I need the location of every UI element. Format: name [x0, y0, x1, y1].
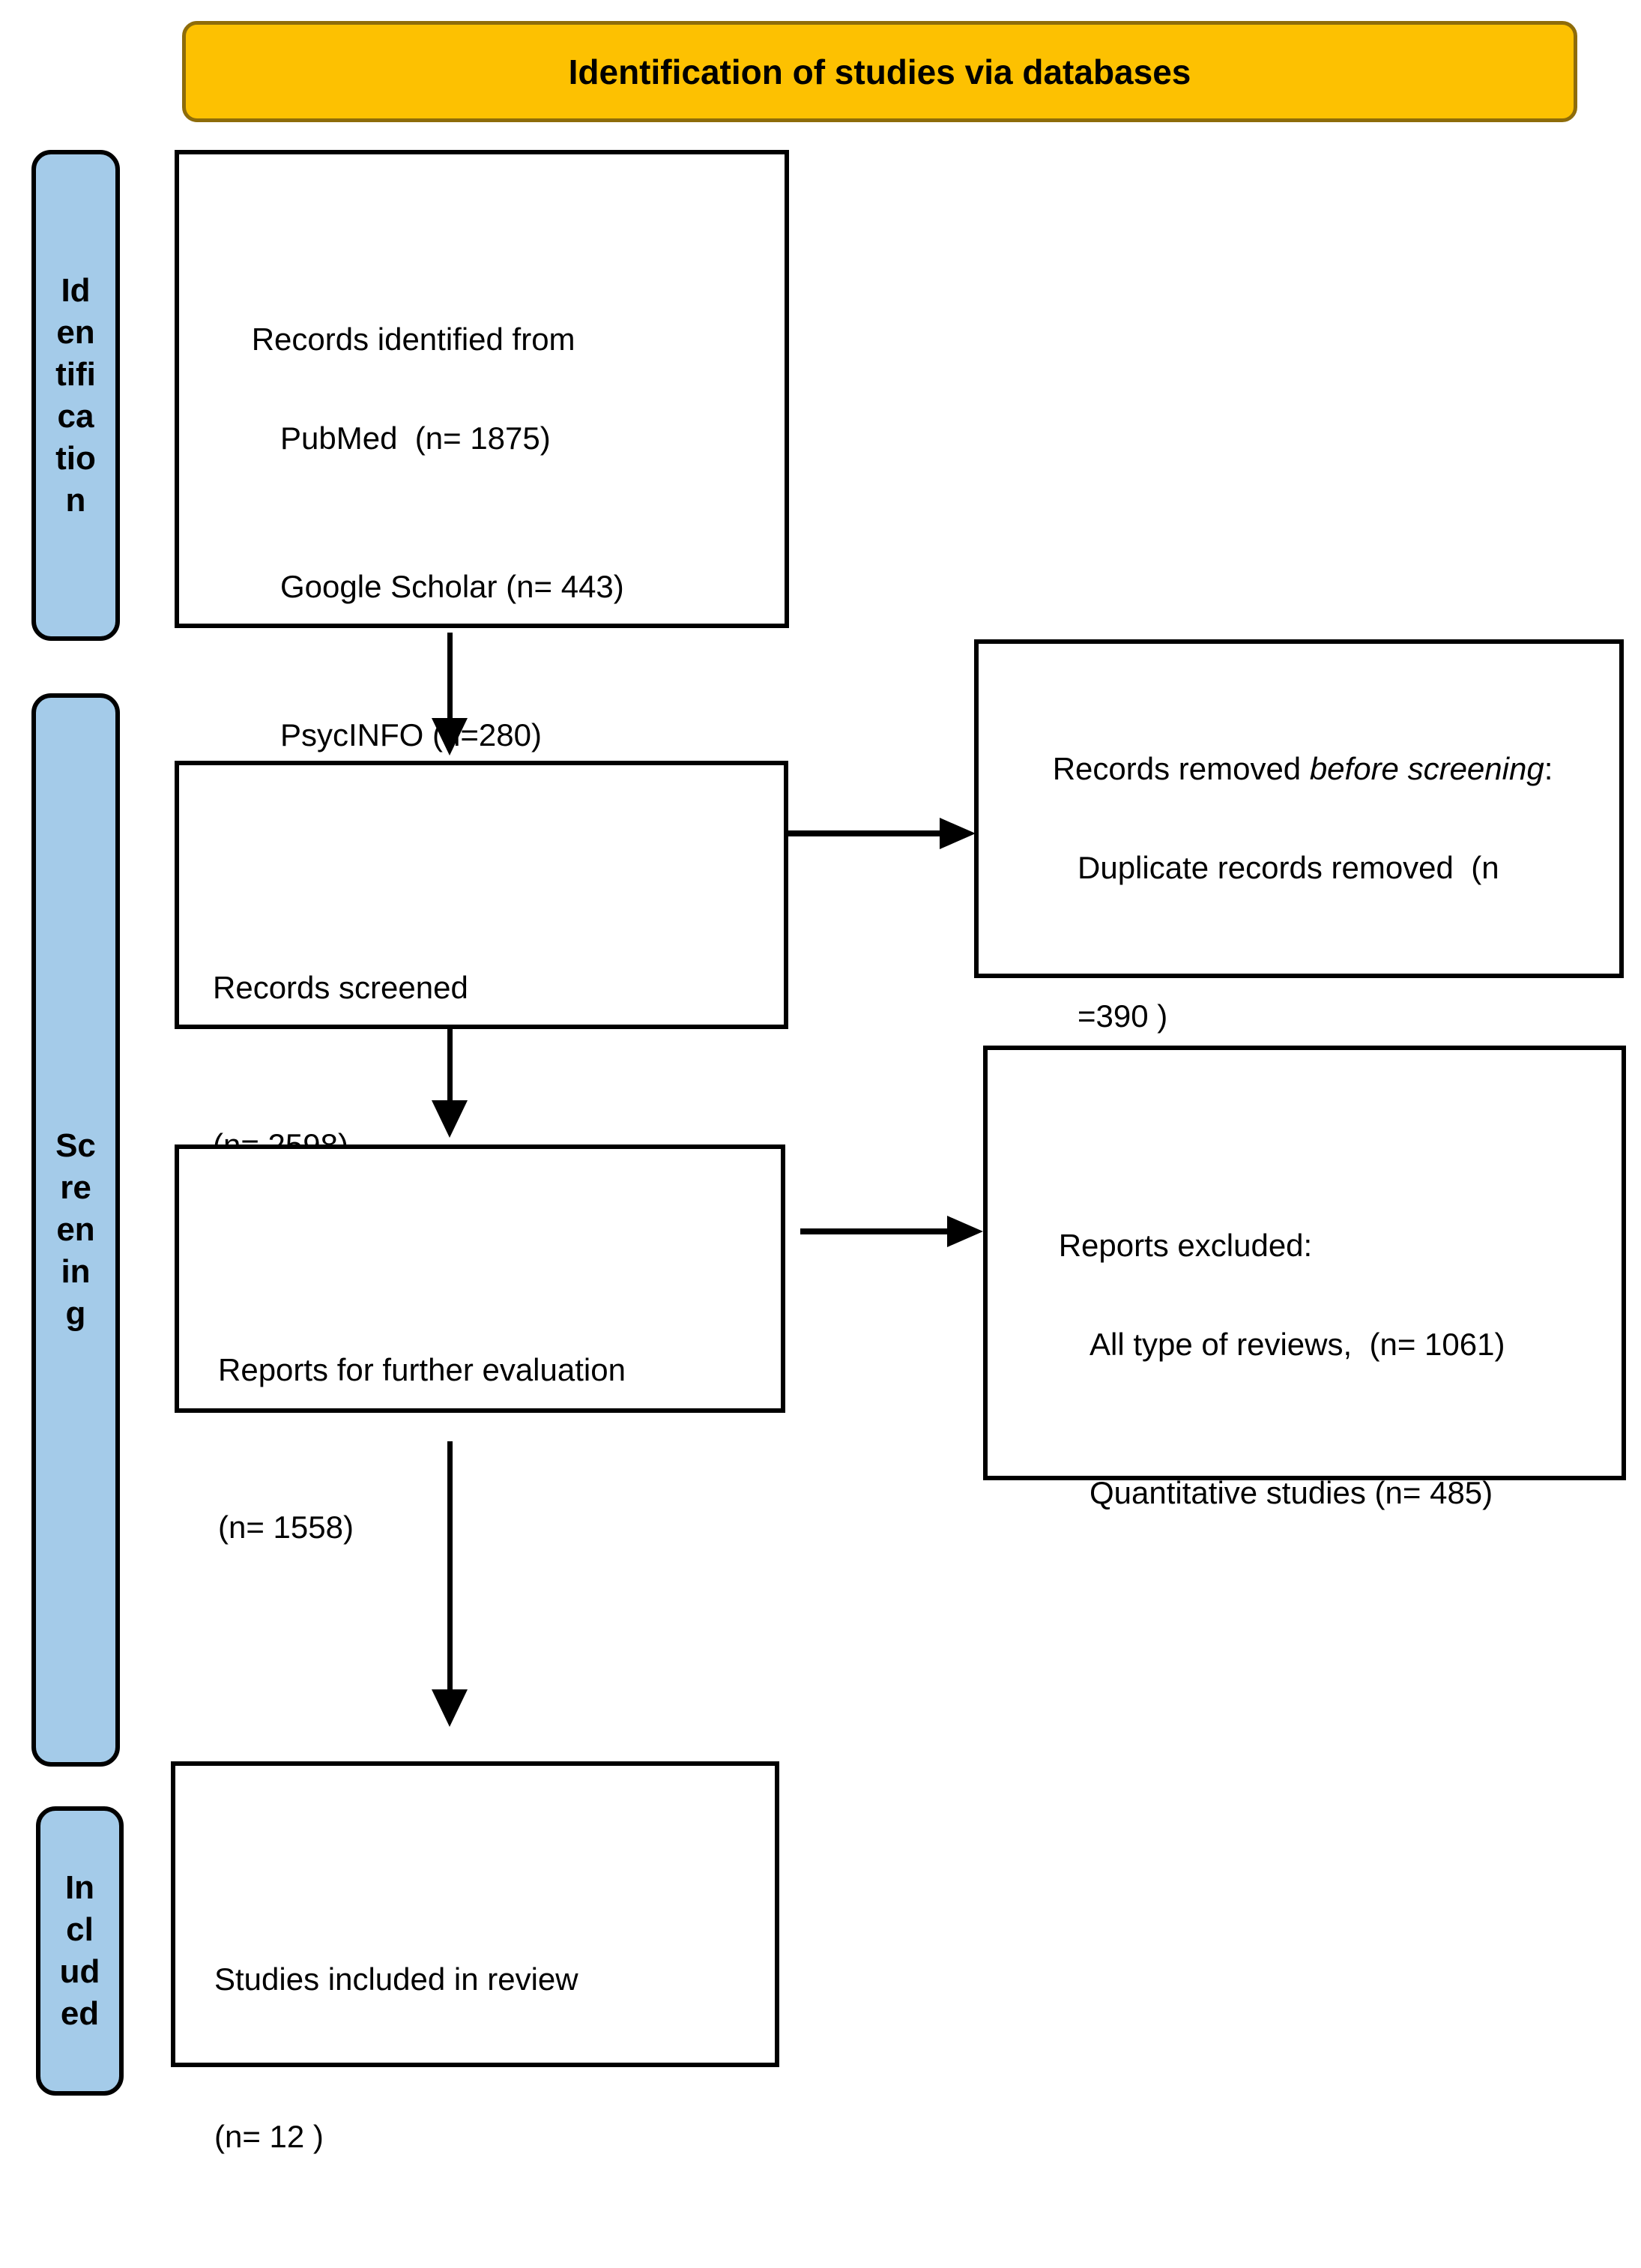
- arrow-identified-to-screened-line: [447, 633, 453, 723]
- records-removed-reason: Duplicate records removed (n: [1078, 850, 1499, 885]
- reports-excluded-reason: All type of reviews, (n= 1061): [1090, 1327, 1505, 1362]
- box-reports-evaluation-text: Reports for further evaluation (n= 1558): [218, 1239, 626, 1659]
- records-screened-line: Records screened: [213, 970, 468, 1005]
- box-records-removed: Records removed before screening: Duplic…: [974, 639, 1624, 1182]
- arrow-screened-to-evaluation-head: [432, 1100, 468, 1138]
- stage-label-line: cl: [66, 1911, 94, 1948]
- stage-label-line: Id: [61, 271, 91, 309]
- box-reports-excluded: Reports excluded: All type of reviews, (…: [983, 1046, 1626, 1510]
- arrow-evaluation-to-included-head: [432, 1689, 468, 1727]
- stage-label-line: In: [64, 1869, 95, 1906]
- stage-label-included: In cl ud ed: [36, 1806, 124, 2096]
- stage-label-line: g: [65, 1295, 86, 1332]
- arrow-screened-to-removed-line: [788, 830, 943, 836]
- box-records-screened: Records screened (n= 2598): [175, 761, 788, 1162]
- stage-label-identification: Id en tifi ca tio n: [31, 150, 120, 641]
- arrow-evaluation-to-excluded-line: [800, 1228, 950, 1234]
- stage-label-line: in: [61, 1253, 91, 1290]
- box-studies-included: Studies included in review (n= 12 ): [171, 1761, 779, 2154]
- stage-label-line: n: [65, 481, 86, 519]
- box-reports-excluded-text: Reports excluded: All type of reviews, (…: [1024, 1171, 1608, 1617]
- stage-label-line: en: [56, 1211, 95, 1248]
- reports-excluded-intro: Reports excluded:: [1058, 1228, 1313, 1263]
- box-records-identified-text: Records identified from PubMed (n= 1875)…: [217, 265, 624, 859]
- prisma-flow-diagram: { "colors": { "banner_bg": "#FDC101", "b…: [31, 21, 1626, 2154]
- reports-evaluation-count: (n= 1558): [218, 1510, 354, 1545]
- box-studies-included-text: Studies included in review (n= 12 ): [214, 1848, 578, 2268]
- records-removed-intro-italic: before screening: [1309, 751, 1544, 786]
- title-banner: Identification of studies via databases: [182, 21, 1577, 122]
- studies-included-count: (n= 12 ): [214, 2119, 324, 2154]
- arrow-screened-to-removed-head: [940, 818, 976, 849]
- arrow-identified-to-screened-head: [432, 718, 468, 756]
- records-removed-intro: Records removed before screening:: [1052, 751, 1553, 786]
- arrow-screened-to-evaluation-line: [447, 1029, 453, 1104]
- stage-label-line: tio: [55, 439, 96, 477]
- title-banner-label: Identification of studies via databases: [568, 52, 1191, 91]
- records-identified-source: PubMed (n= 1875): [280, 420, 551, 456]
- arrow-evaluation-to-included-line: [447, 1441, 453, 1692]
- stage-label-line: ud: [59, 1953, 100, 1990]
- stage-label-line: re: [60, 1169, 91, 1206]
- reports-evaluation-line: Reports for further evaluation: [218, 1352, 626, 1387]
- box-reports-evaluation: Reports for further evaluation (n= 1558): [175, 1144, 785, 1545]
- stage-label-screening: Sc re en in g: [31, 693, 120, 1767]
- studies-included-line: Studies included in review: [214, 1961, 578, 1997]
- stage-label-line: ca: [57, 397, 94, 435]
- stage-label-line: en: [56, 313, 95, 351]
- stage-label-line: Sc: [55, 1127, 96, 1164]
- records-identified-line: Records identified from: [251, 322, 575, 357]
- stage-label-line: tifi: [55, 355, 96, 393]
- records-removed-reason: =390 ): [1078, 998, 1168, 1034]
- stage-label-line: ed: [60, 1995, 100, 2032]
- records-identified-source: Google Scholar (n= 443): [280, 569, 624, 604]
- arrow-evaluation-to-excluded-head: [947, 1216, 983, 1247]
- reports-excluded-reason: Quantitative studies (n= 485): [1090, 1475, 1493, 1510]
- box-records-identified: Records identified from PubMed (n= 1875)…: [175, 150, 789, 753]
